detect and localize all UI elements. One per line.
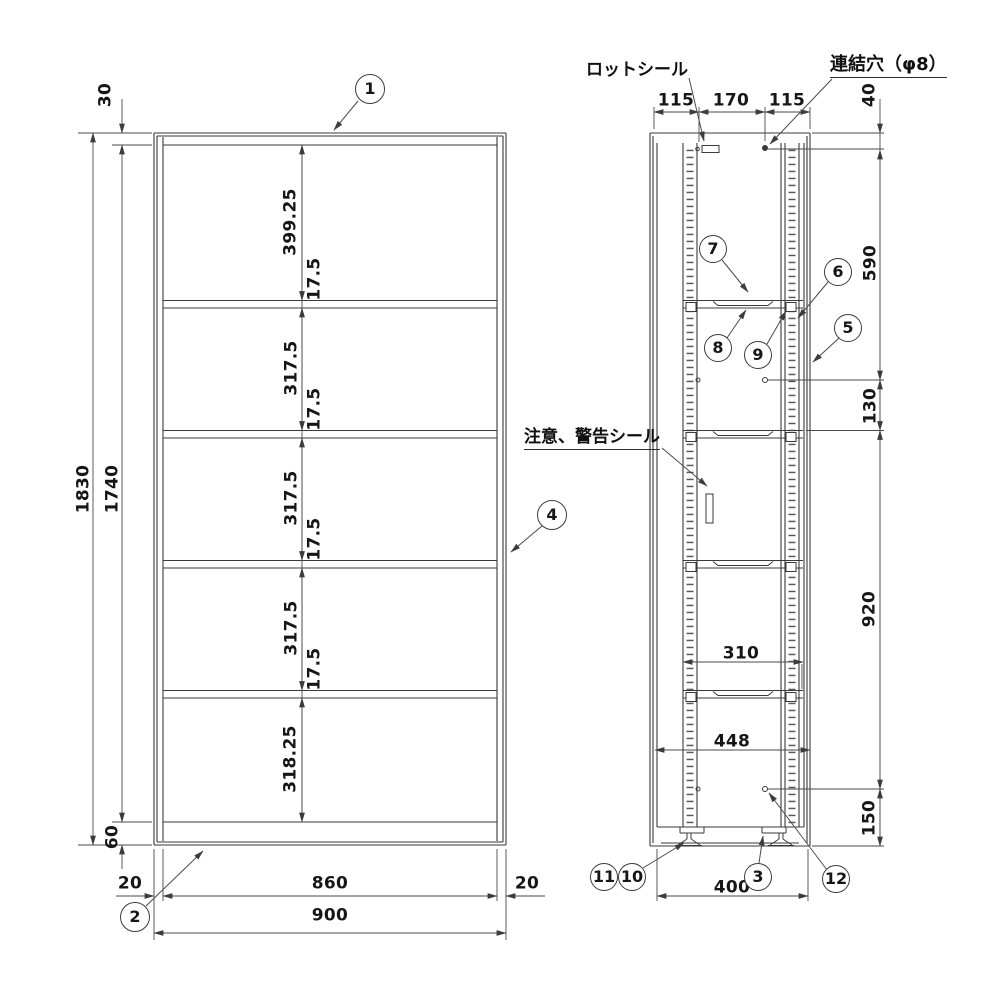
balloon-9: 9: [744, 341, 772, 369]
dim-shelf-span: 318.25: [280, 725, 301, 793]
dim-side-310: 310: [722, 643, 760, 664]
dim-front-bottom-offset: 60: [102, 824, 123, 850]
side-view-dimensions: [653, 99, 884, 901]
leader-lines: [145, 77, 840, 907]
small-hole: [695, 377, 701, 383]
dim-side-920: 920: [859, 590, 880, 628]
side-view-shelves: [683, 300, 803, 702]
dim-side-448: 448: [713, 731, 751, 752]
balloon-8: 8: [704, 334, 732, 362]
dim-front-inner-height: 1740: [102, 464, 123, 514]
balloon-1: 1: [355, 74, 385, 104]
balloon-12: 12: [822, 865, 850, 893]
label-warning-seal: 注意、警告シール: [524, 429, 660, 450]
front-view-shelves: [163, 300, 497, 699]
dim-side-150: 150: [859, 799, 880, 837]
balloon-7: 7: [699, 235, 727, 263]
dim-front-top-offset: 30: [95, 82, 116, 108]
dim-shelf-thickness: 17.5: [304, 387, 325, 431]
dim-side-top-right: 115: [768, 90, 806, 111]
side-view-details: [695, 145, 768, 792]
dim-shelf-span: 317.5: [281, 470, 302, 526]
balloon-2: 2: [120, 902, 150, 932]
dim-shelf-thickness: 17.5: [304, 647, 325, 691]
dim-front-width-left: 20: [117, 873, 143, 894]
dim-side-400: 400: [713, 877, 751, 898]
dim-shelf-span: 399.25: [280, 188, 301, 256]
warning-seal-mark: [705, 493, 714, 524]
side-view-body: [649, 132, 811, 847]
side-view-post-slots: [686, 148, 796, 824]
dim-side-top-center: 170: [712, 90, 750, 111]
link-hole-bottom: [762, 786, 768, 792]
front-view-body: [153, 132, 507, 846]
dim-front-width-total: 900: [311, 905, 349, 926]
balloon-10: 10: [618, 863, 646, 891]
right-post-slot-strip: [788, 148, 796, 824]
balloon-4: 4: [537, 500, 567, 530]
dim-side-40: 40: [859, 82, 880, 108]
dim-front-width-inner: 860: [311, 873, 349, 894]
label-link-hole: 連結穴（φ8）: [830, 56, 947, 78]
dim-side-top-left: 115: [657, 90, 695, 111]
balloon-6: 6: [824, 258, 852, 286]
front-view-dimensions: [78, 99, 545, 940]
link-hole-top: [762, 145, 768, 151]
label-lot-seal: ロットシール: [586, 60, 688, 80]
dim-shelf-span: 317.5: [281, 600, 302, 656]
link-hole-middle: [762, 377, 768, 383]
dim-front-total-height: 1830: [73, 464, 94, 514]
balloon-11: 11: [590, 863, 618, 891]
dim-shelf-span: 317.5: [281, 340, 302, 396]
dim-shelf-thickness: 17.5: [304, 257, 325, 301]
small-hole: [695, 786, 701, 792]
dim-side-130: 130: [860, 387, 881, 425]
balloon-3: 3: [744, 863, 772, 891]
dim-side-590: 590: [860, 244, 881, 282]
small-hole: [695, 146, 700, 152]
dim-front-width-right: 20: [514, 873, 540, 894]
left-post-slot-strip: [686, 148, 694, 824]
balloon-5: 5: [834, 314, 862, 342]
dim-shelf-thickness: 17.5: [304, 517, 325, 561]
lot-seal-mark: [701, 145, 720, 153]
